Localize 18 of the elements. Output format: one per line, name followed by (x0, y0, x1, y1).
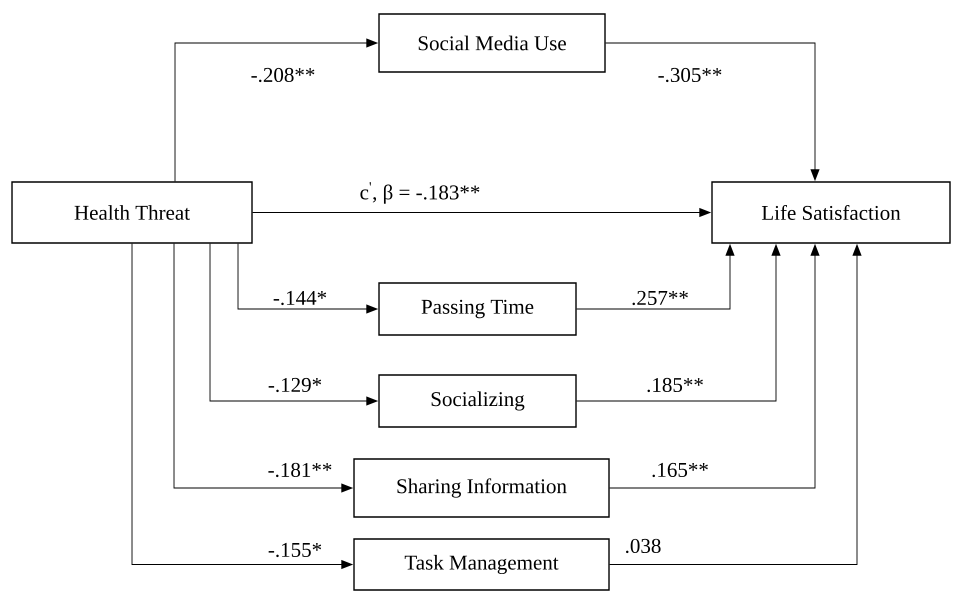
edge-label: -.144* (272, 290, 328, 306)
edge-label: -.208** (250, 66, 316, 84)
variable-box: Passing Time (378, 282, 577, 336)
edge-label: .185** (645, 376, 705, 394)
edge-label: -.181** (266, 462, 334, 478)
edge-label: c$^{'}$, β = -.183** (358, 181, 482, 205)
variable-box: Socializing (378, 374, 577, 428)
edge-label: -.129* (266, 376, 324, 394)
edge-label: .038 (624, 538, 662, 554)
edge-label: -.305** (656, 66, 724, 84)
edge-label: -.155* (266, 542, 324, 558)
variable-box: Social Media Use (378, 13, 606, 73)
variable-box: Life Satisfaction (711, 181, 951, 244)
edge-label: .165** (650, 462, 710, 478)
edge-label: .257** (630, 290, 690, 306)
variable-box: Task Management (353, 538, 610, 591)
variable-box: Sharing Information (353, 458, 610, 518)
variable-box: Health Threat (11, 181, 253, 244)
